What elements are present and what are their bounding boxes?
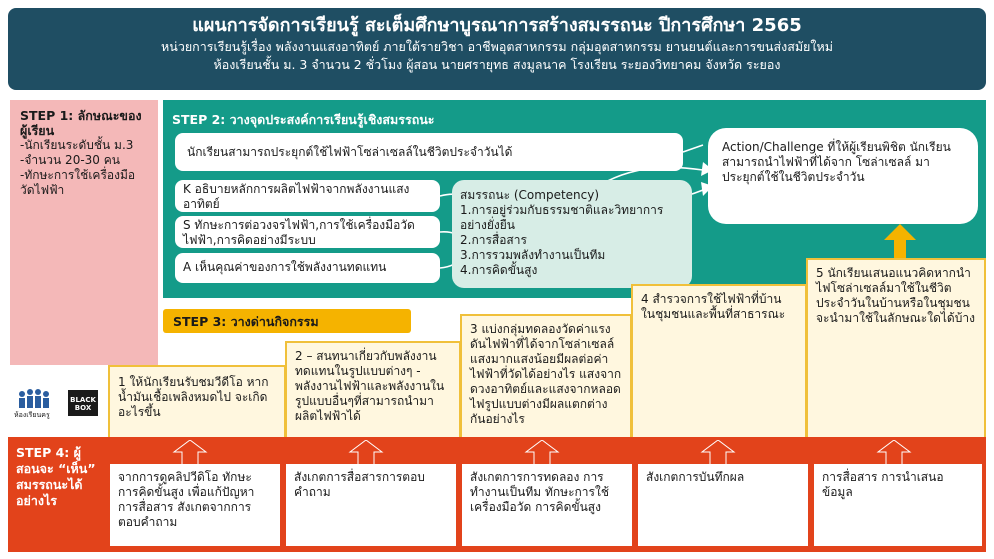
competency-item: 3.การรวมพลังทำงานเป็นทีม [460, 248, 606, 262]
up-arrow-icon [172, 440, 208, 466]
unit-info: หน่วยการเรียนรู้เรื่อง พลังงานแสงอาทิตย์… [161, 39, 833, 54]
observation-1: จากการดูคลิปวีดิโอ ทักษะการคิดขั้นสูง เพ… [110, 464, 280, 546]
step1-title: STEP 1: ลักษณะของผู้เรียน [20, 108, 142, 138]
competency-item: 4.การคิดขั้นสูง [460, 263, 538, 277]
observation-3: สังเกตการการทดลอง การทำงานเป็นทีม ทักษะก… [462, 464, 632, 546]
observation-4: สังเกตการบันทึกผล [638, 464, 808, 546]
activity-text: 4 สำรวจการใช้ไฟฟ้าที่บ้าน ในชุมชนและพื้น… [641, 292, 786, 321]
logo-area: ห้องเรียนครู BLACK BOX [12, 380, 104, 424]
arrow-head [701, 162, 713, 176]
activity-step-1: 1 ให้นักเรียนรับชมวีดีโอ หากน้ำมันเชื้อเ… [108, 365, 286, 445]
activity-step-3: 3 แบ่งกลุ่มทดลองวัดค่าแรงดันไฟฟ้าที่ได้จ… [460, 314, 632, 445]
step2-title: STEP 2: วางจุดประสงค์การเรียนรู้เชิงสมรร… [172, 112, 435, 127]
action-challenge-box: Action/Challenge ที่ให้ผู้เรียนพิชิต นัก… [708, 128, 978, 224]
competency-item: 1.การอยู่ร่วมกับธรรมชาติและวิทยาการอย่าง… [460, 203, 664, 232]
up-arrow-icon [348, 440, 384, 466]
logo-icons [19, 389, 98, 416]
step1-item: -ทักษะการใช้เครื่องมือวัดไฟฟ้า [20, 168, 136, 197]
black-box-logo-icon [68, 390, 98, 416]
observation-arrows [172, 440, 912, 466]
logo-left-text: ห้องเรียนครู [14, 411, 50, 419]
goal-to-action-line [682, 144, 704, 153]
activity-text: 3 แบ่งกลุ่มทดลองวัดค่าแรงดันไฟฟ้าที่ได้จ… [470, 322, 622, 426]
plan-title: แผนการจัดการเรียนรู้ สะเต็มศึกษาบูรณาการ… [192, 15, 802, 36]
activity-step-5: 5 นักเรียนเสนอแนวคิดหากนำไฟโซล่าเซลล์มาใ… [806, 258, 986, 445]
step1-item: -นักเรียนระดับชั้น ม.3 [20, 138, 134, 152]
competency-item: 2.การสื่อสาร [460, 233, 527, 247]
competency-box: สมรรถนะ (Competency) 1.การอยู่ร่วมกับธรร… [452, 180, 692, 288]
activity-text: 1 ให้นักเรียนรับชมวีดีโอ หากน้ำมันเชื้อเ… [118, 375, 269, 419]
activity-step-4: 4 สำรวจการใช้ไฟฟ้าที่บ้าน ในชุมชนและพื้น… [631, 284, 807, 445]
up-arrow-icon [700, 440, 736, 466]
up-arrow-icon [884, 224, 916, 260]
up-arrow-icon [524, 440, 560, 466]
activity-step-2: 2 – สนทนาเกี่ยวกับพลังงานทดแทนในรูปแบบต่… [285, 341, 461, 445]
people-logo-icon [19, 389, 49, 408]
competency-title: สมรรถนะ (Competency) [460, 188, 600, 202]
attitude-box: A เห็นคุณค่าของการใช้พลังงานทดแทน [175, 253, 440, 283]
observation-5: การสื่อสาร การนำเสนอข้อมูล [814, 464, 982, 546]
step3-title: STEP 3: วางด่านกิจกรรม [163, 309, 411, 333]
learning-goal-box: นักเรียนสามารถประยุกต์ใช้ไฟฟ้าโซล่าเซลล์… [175, 133, 683, 171]
skill-box: S ทักษะการต่อวงจรไฟฟ้า,การใช้เครื่องมือว… [175, 216, 440, 248]
activity-text: 5 นักเรียนเสนอแนวคิดหากนำไฟโซล่าเซลล์มาใ… [816, 266, 975, 325]
header-banner: แผนการจัดการเรียนรู้ สะเต็มศึกษาบูรณาการ… [8, 8, 986, 90]
step1-item: -จำนวน 20-30 คน [20, 153, 120, 167]
activity-text: 2 – สนทนาเกี่ยวกับพลังงานทดแทนในรูปแบบต่… [295, 349, 445, 423]
class-info: ห้องเรียนชั้น ม. 3 จำนวน 2 ชั่วโมง ผู้สอ… [213, 57, 781, 72]
step4-title: STEP 4: ผู้สอนจะ “เห็น” สมรรถนะได้อย่างไ… [8, 437, 106, 552]
knowledge-box: K อธิบายหลักการผลิตไฟฟ้าจากพลังงานแสงอาท… [175, 180, 440, 212]
step1-learner-profile: STEP 1: ลักษณะของผู้เรียน -นักเรียนระดับ… [10, 100, 158, 365]
logo-right-text: BLACK BOX [70, 396, 96, 412]
observation-2: สังเกตการสื่อสารการตอบคำถาม [286, 464, 456, 546]
up-arrow-icon [876, 440, 912, 466]
